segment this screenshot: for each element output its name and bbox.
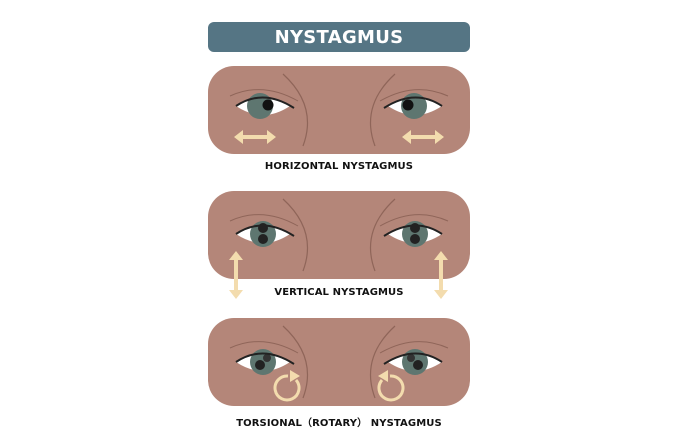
torsional-caption: TORSIONAL（ROTARY） NYSTAGMUS: [236, 418, 442, 429]
rotation-arrow-icon: [273, 374, 405, 402]
torsional-panel: [208, 318, 470, 406]
horizontal-caption: HORIZONTAL NYSTAGMUS: [264, 161, 414, 172]
title-banner: NYSTAGMUS: [208, 22, 470, 52]
vertical-arrow-right-icon: [434, 251, 448, 299]
left-eye-icon: [235, 221, 295, 247]
left-eye-icon: [235, 349, 295, 375]
vertical-caption: VERTICAL NYSTAGMUS: [274, 287, 404, 298]
horizontal-arrow-icon: [234, 130, 444, 144]
vertical-panel: [208, 191, 470, 279]
right-eye-icon: [383, 349, 443, 375]
vertical-arrow-left-icon: [229, 251, 243, 299]
right-eye-icon: [383, 221, 443, 247]
horizontal-panel: [208, 66, 470, 154]
right-eye-icon: [383, 93, 443, 119]
title-text: NYSTAGMUS: [274, 26, 404, 48]
left-eye-icon: [235, 93, 295, 119]
